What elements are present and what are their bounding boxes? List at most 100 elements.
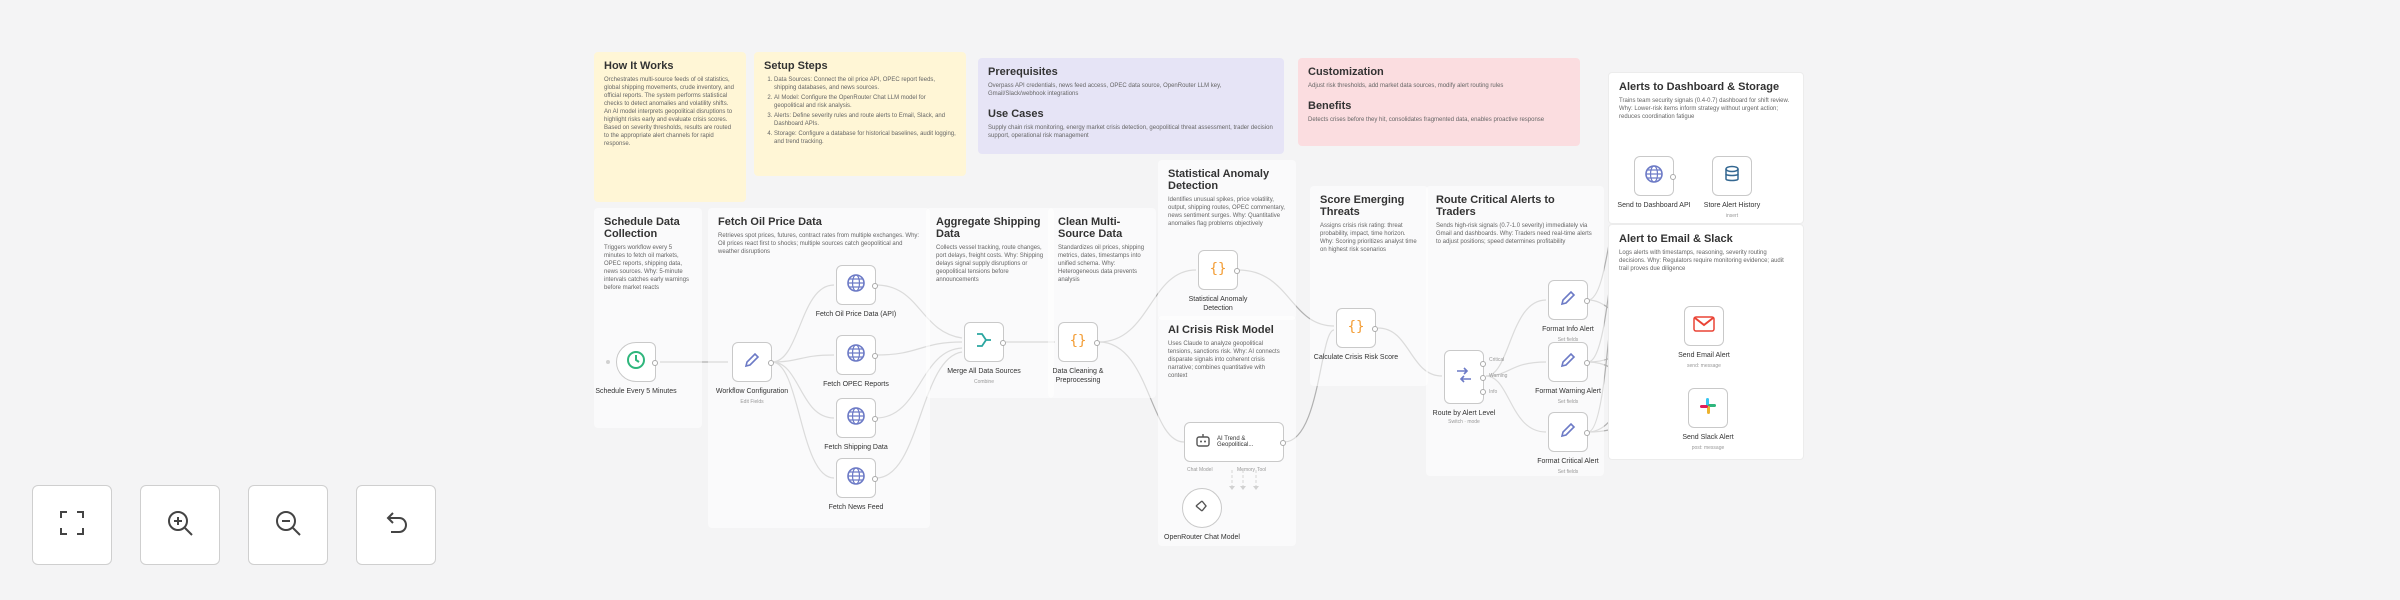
node-ai-trend[interactable]: AI Trend & Geopolitical... Chat Model Me…	[1184, 422, 1286, 473]
node-route-switch[interactable]: Route by Alert Level Switch · mode Criti…	[1433, 350, 1507, 425]
node-merge[interactable]: Merge All Data Sources Combine	[947, 322, 1021, 385]
sticky-schedule[interactable]: Schedule Data Collection Triggers workfl…	[594, 208, 702, 428]
sticky-aggregate[interactable]: Aggregate Shipping Data Collects vessel …	[926, 208, 1054, 398]
output-handle[interactable]	[652, 360, 658, 366]
zoom-out-button[interactable]	[248, 485, 328, 565]
sticky-body: Supply chain risk monitoring, energy mar…	[988, 125, 1273, 139]
slack-icon	[1698, 396, 1718, 421]
node-label: Schedule Every 5 Minutes	[595, 388, 677, 395]
node-label: Calculate Crisis Risk Score	[1313, 354, 1399, 361]
node-subtitle: Set fields	[1557, 399, 1579, 405]
node-send-slack[interactable]: Send Slack Alert post: message	[1682, 388, 1734, 451]
node-label: Format Warning Alert	[1535, 388, 1601, 395]
sticky-title: Benefits	[1308, 100, 1352, 112]
output-handle[interactable]	[1480, 389, 1486, 395]
node-send-dashboard-api[interactable]: Send to Dashboard API	[1617, 156, 1691, 209]
setup-step: AI Model: Configure the OpenRouter Chat …	[774, 94, 956, 110]
output-handle[interactable]	[872, 353, 878, 359]
node-data-cleaning[interactable]: {} Data Cleaning & Preprocessing	[1053, 322, 1103, 384]
openrouter-icon	[1193, 497, 1211, 520]
sticky-route[interactable]: Route Critical Alerts to Traders Sends h…	[1426, 186, 1604, 476]
fit-view-button[interactable]	[32, 485, 112, 565]
code-icon: {}	[1068, 330, 1088, 355]
output-handle[interactable]	[1280, 440, 1286, 446]
node-fetch-news[interactable]: Fetch News Feed	[829, 458, 883, 511]
output-handle[interactable]	[872, 416, 878, 422]
node-label: Statistical Anomaly Detection	[1188, 296, 1248, 312]
output-handle[interactable]	[1094, 340, 1100, 346]
sticky-body: Detects crises before they hit, consolid…	[1308, 117, 1545, 123]
output-handle[interactable]	[1480, 361, 1486, 367]
zoom-in-button[interactable]	[140, 485, 220, 565]
setup-step: Alerts: Define severity rules and route …	[774, 112, 956, 128]
node-label: Format Info Alert	[1542, 326, 1594, 333]
sticky-title: Route Critical Alerts to Traders	[1436, 194, 1555, 218]
sticky-setup-steps[interactable]: Setup Steps Data Sources: Connect the oi…	[754, 52, 966, 176]
globe-icon	[1644, 164, 1664, 189]
sticky-body: Logs alerts with timestamps, reasoning, …	[1619, 250, 1784, 272]
sticky-clean[interactable]: Clean Multi-Source Data Standardizes oil…	[1048, 208, 1156, 398]
sticky-dashboard[interactable]: Alerts to Dashboard & Storage Trains tea…	[1608, 72, 1804, 224]
node-fetch-shipping[interactable]: Fetch Shipping Data	[824, 398, 888, 451]
sticky-prerequisites[interactable]: Prerequisites Overpass API credentials, …	[978, 58, 1284, 154]
database-icon	[1722, 164, 1742, 189]
output-handle[interactable]	[1584, 430, 1590, 436]
node-label: Fetch OPEC Reports	[823, 381, 889, 388]
output-label: Info	[1489, 389, 1498, 395]
node-openrouter-model[interactable]: OpenRouter Chat Model	[1164, 488, 1240, 541]
node-stat-anomaly[interactable]: {} Statistical Anomaly Detection	[1189, 250, 1247, 312]
node-subtitle: Edit Fields	[740, 399, 764, 405]
zoom-out-icon	[273, 508, 303, 543]
reset-zoom-button[interactable]	[356, 485, 436, 565]
node-store-history[interactable]: Store Alert History insert	[1704, 156, 1760, 219]
sticky-score[interactable]: Score Emerging Threats Assigns crisis ri…	[1310, 186, 1428, 386]
node-schedule-trigger[interactable]: Schedule Every 5 Minutes	[595, 342, 677, 395]
node-workflow-config[interactable]: Workflow Configuration Edit Fields	[716, 342, 788, 405]
pencil-icon	[1558, 420, 1578, 445]
sticky-customization[interactable]: Customization Adjust risk thresholds, ad…	[1298, 58, 1580, 146]
node-label: Workflow Configuration	[715, 388, 789, 395]
sticky-how-it-works[interactable]: How It Works Orchestrates multi-source f…	[594, 52, 746, 202]
node-label: Route by Alert Level	[1432, 410, 1496, 417]
sticky-body: Identifies unusual spikes, price volatil…	[1168, 197, 1285, 227]
svg-text:{}: {}	[1210, 261, 1227, 277]
globe-icon	[846, 466, 866, 491]
sticky-body: Collects vessel tracking, route changes,…	[936, 245, 1044, 283]
sticky-title: How It Works	[604, 60, 674, 72]
output-handle[interactable]	[1584, 360, 1590, 366]
output-handle[interactable]	[1584, 298, 1590, 304]
output-handle[interactable]	[1000, 340, 1006, 346]
node-format-warning[interactable]: Format Warning Alert Set fields	[1535, 342, 1601, 405]
sticky-title: Score Emerging Threats	[1320, 194, 1405, 218]
globe-icon	[846, 273, 866, 298]
sticky-title: Setup Steps	[764, 60, 828, 72]
output-handle[interactable]	[1234, 268, 1240, 274]
output-handle[interactable]	[872, 283, 878, 289]
node-calc-crisis-score[interactable]: {} Calculate Crisis Risk Score	[1314, 308, 1398, 361]
output-handle[interactable]	[872, 476, 878, 482]
svg-text:{}: {}	[1070, 333, 1087, 349]
output-handle[interactable]	[1480, 375, 1486, 381]
node-format-critical[interactable]: Format Critical Alert Set fields	[1537, 412, 1599, 475]
sticky-title: Fetch Oil Price Data	[718, 216, 822, 228]
output-label: Warning	[1489, 373, 1508, 379]
robot-icon	[1195, 432, 1211, 453]
sticky-stat-anomaly[interactable]: Statistical Anomaly Detection Identifies…	[1158, 160, 1296, 320]
node-fetch-oil-price[interactable]: Fetch Oil Price Data (API)	[816, 265, 896, 318]
globe-icon	[846, 406, 866, 431]
output-handle[interactable]	[768, 360, 774, 366]
node-format-info[interactable]: Format Info Alert Set fields	[1542, 280, 1594, 343]
svg-text:{}: {}	[1348, 319, 1365, 335]
output-handle[interactable]	[1670, 174, 1676, 180]
globe-icon	[846, 343, 866, 368]
code-icon: {}	[1346, 316, 1366, 341]
node-send-email[interactable]: Send Email Alert send: message	[1678, 306, 1730, 369]
node-fetch-opec[interactable]: Fetch OPEC Reports	[823, 335, 889, 388]
sticky-title: Aggregate Shipping Data	[936, 216, 1041, 240]
node-subtitle: Set fields	[1557, 469, 1579, 475]
sticky-body: Triggers workflow every 5 minutes to fet…	[604, 245, 690, 291]
port-label: Chat Model	[1187, 467, 1213, 473]
node-subtitle: Set fields	[1557, 337, 1579, 343]
output-handle[interactable]	[1372, 326, 1378, 332]
